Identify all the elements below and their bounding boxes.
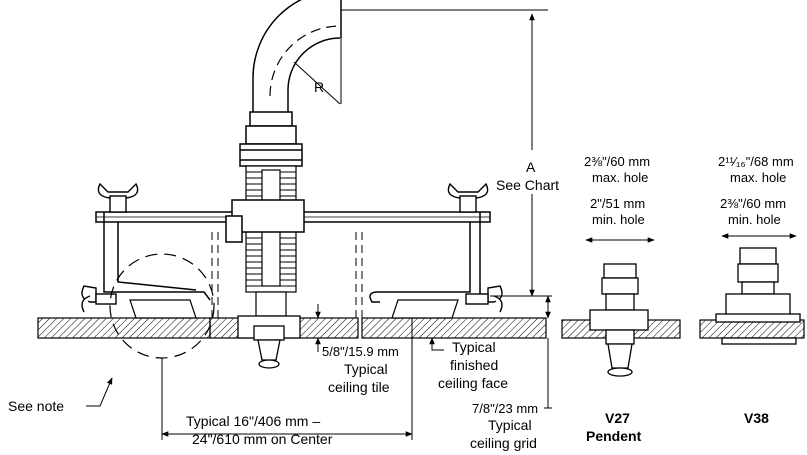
break-marks [211,232,363,318]
dimension-a [341,9,552,297]
dimension-spacing [161,318,413,440]
finished-label-1: Typical [452,339,496,355]
wing-nut-right-side [465,285,503,313]
wing-nut-left-top [97,182,139,213]
ceiling-tile-v38 [699,319,805,339]
v27-min-hole: 2"/51 mm [590,196,645,211]
spacing-label-2: 24"/610 mm on Center [192,431,333,447]
v27-min-hole-2: min. hole [592,212,645,227]
pipe-fitting [239,111,303,167]
finished-leader [429,337,444,351]
tile-clips [129,299,459,319]
dim-a-note: See Chart [496,177,559,193]
v27-sprinkler [589,263,649,377]
bracket-bar [95,199,491,303]
finished-label-3: ceiling face [438,375,508,391]
see-note-leader [86,377,113,407]
dimension-grid [544,295,552,409]
flexible-hose [245,165,297,317]
tile-label-2: ceiling tile [328,379,390,395]
spacing-label-1: Typical 16"/406 mm – [186,413,320,429]
sprinkler-main [237,315,301,369]
radius-label: R [314,79,324,95]
see-note-label: See note [8,398,64,414]
radius-line [293,61,341,105]
v38-min-hole: 2⅜"/60 mm [720,196,786,211]
tile-dim-label: 5/8"/15.9 mm [322,344,399,359]
v27-title: V27 [605,410,630,426]
v38-title: V38 [744,410,769,426]
ceiling-tiles [37,317,805,339]
v38-sprinkler [715,247,801,345]
grid-label-1: Typical [488,417,532,433]
ceiling-tile-right [361,317,547,339]
v38-max-hole: 2¹¹⁄₁₆"/68 mm [718,154,794,169]
v27-max-hole: 2⅜"/60 mm [584,154,650,169]
wing-nut-right-top [447,182,489,213]
wing-nut-left-side [81,285,117,313]
pipe-elbow [252,0,342,112]
v38-min-hole-2: min. hole [728,212,781,227]
v27-subtitle: Pendent [586,428,642,444]
v27-max-hole-2: max. hole [592,170,648,185]
ceiling-tile-left [37,317,211,339]
tile-label-1: Typical [344,361,388,377]
dim-a-label: A [526,159,536,175]
grid-label-2: ceiling grid [470,435,537,451]
v38-max-hole-2: max. hole [730,170,786,185]
grid-dim-label: 7/8"/23 mm [472,401,538,416]
finished-label-2: finished [450,357,498,373]
